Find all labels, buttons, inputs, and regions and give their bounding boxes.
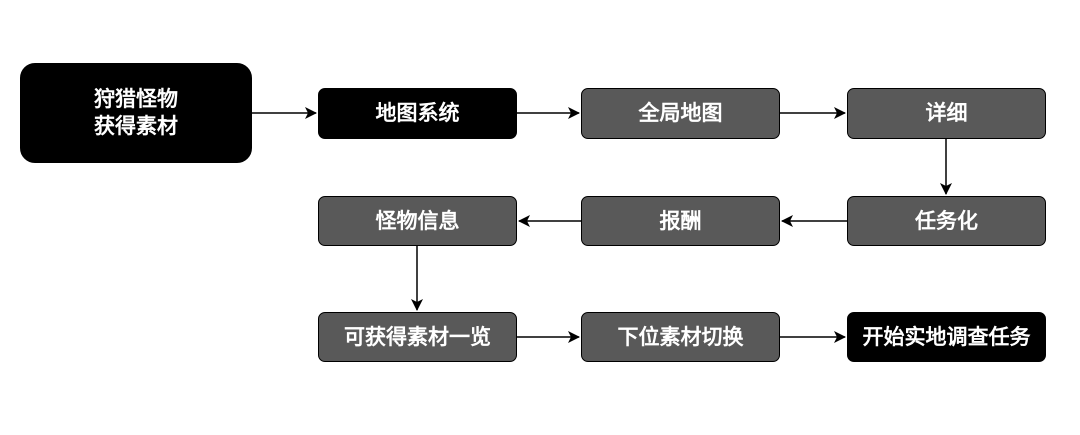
node-monster-info-label: 怪物信息 — [375, 208, 460, 233]
node-reward: 报酬 — [581, 196, 780, 246]
node-global-map-label: 全局地图 — [638, 101, 723, 125]
node-start-survey: 开始实地调查任务 — [847, 312, 1046, 362]
node-hunt-line2: 获得素材 — [94, 114, 178, 138]
node-detail-label: 详细 — [925, 101, 968, 125]
node-reward-label: 报酬 — [659, 208, 702, 233]
node-map-system-label: 地图系统 — [375, 101, 460, 125]
node-map-system: 地图系统 — [318, 88, 517, 139]
node-material-switch: 下位素材切换 — [581, 312, 780, 362]
node-material-switch-label: 下位素材切换 — [617, 324, 744, 349]
node-material-list: 可获得素材一览 — [318, 312, 517, 362]
node-task-label: 任务化 — [915, 208, 978, 233]
node-material-list-label: 可获得素材一览 — [344, 324, 491, 349]
node-task: 任务化 — [847, 196, 1046, 246]
node-global-map: 全局地图 — [581, 88, 780, 139]
node-monster-info: 怪物信息 — [318, 196, 517, 246]
node-start-survey-label: 开始实地调查任务 — [862, 324, 1031, 349]
node-hunt-line1: 狩猎怪物 — [94, 87, 178, 111]
node-detail: 详细 — [847, 88, 1046, 139]
node-hunt-monsters: 狩猎怪物 获得素材 — [20, 63, 252, 163]
